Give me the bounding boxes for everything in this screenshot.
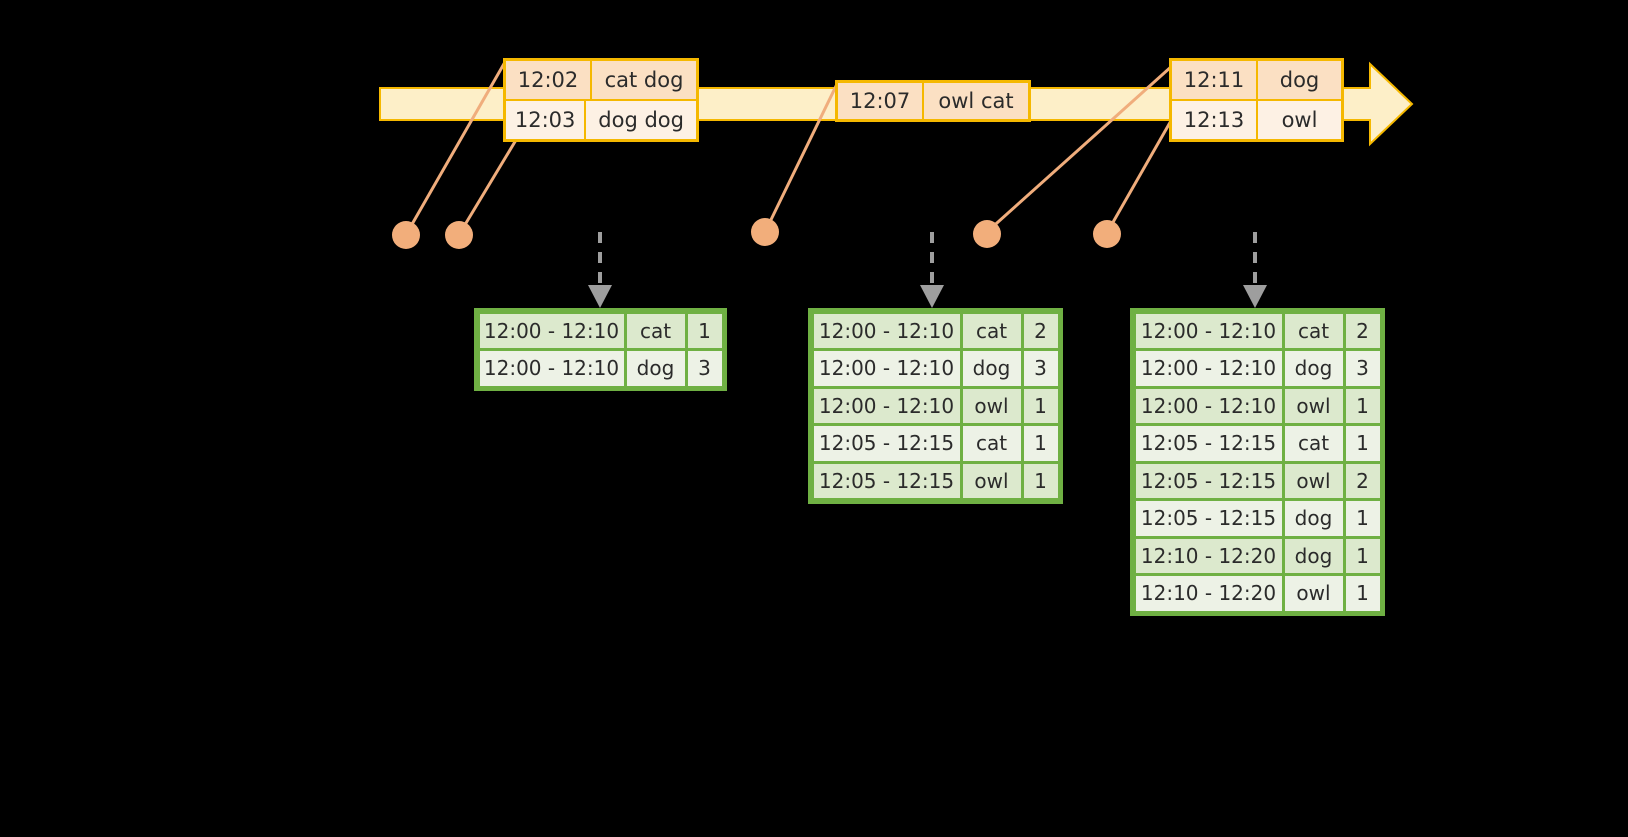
cell-count: 3 [1023, 351, 1058, 386]
cell-count: 2 [1023, 313, 1058, 348]
cell-count: 2 [1345, 313, 1380, 348]
cell-window: 12:05 - 12:15 [1135, 463, 1282, 498]
event-row: 12:03 dog dog [506, 99, 696, 139]
cell-count: 3 [1345, 351, 1380, 386]
trigger-arrowhead-2 [920, 285, 944, 308]
event-time: 12:02 [506, 61, 592, 99]
cell-count: 1 [687, 313, 722, 348]
cell-word: owl [962, 463, 1021, 498]
cell-word: cat [626, 313, 685, 348]
cell-word: cat [962, 313, 1021, 348]
trigger-arrows [598, 232, 1257, 285]
cell-word: dog [1284, 351, 1343, 386]
cell-count: 2 [1345, 463, 1380, 498]
event-value: owl cat [924, 83, 1028, 119]
event-time: 12:13 [1172, 101, 1258, 139]
timeline-event-box-1[interactable]: 12:02 cat dog 12:03 dog dog [503, 58, 699, 142]
cell-window: 12:05 - 12:15 [1135, 426, 1282, 461]
cell-count: 1 [1345, 576, 1380, 611]
cell-window: 12:00 - 12:10 [1135, 388, 1282, 423]
event-row: 12:07 owl cat [838, 83, 1028, 119]
timeline-event-box-3[interactable]: 12:11 dog 12:13 owl [1169, 58, 1344, 142]
cell-word: owl [962, 388, 1021, 423]
event-dot-2 [445, 221, 473, 249]
cell-word: cat [962, 426, 1021, 461]
event-row: 12:13 owl [1172, 99, 1341, 139]
event-time: 12:07 [838, 83, 924, 119]
cell-window: 12:00 - 12:10 [1135, 351, 1282, 386]
cell-word: owl [1284, 388, 1343, 423]
cell-window: 12:10 - 12:20 [1135, 576, 1282, 611]
cell-window: 12:05 - 12:15 [813, 463, 960, 498]
connector-line-1 [405, 61, 507, 234]
cell-window: 12:00 - 12:10 [479, 313, 624, 348]
cell-count: 1 [1345, 538, 1380, 573]
cell-word: dog [626, 351, 685, 386]
cell-count: 1 [1345, 388, 1380, 423]
cell-word: cat [1284, 313, 1343, 348]
cell-window: 12:05 - 12:15 [813, 426, 960, 461]
cell-window: 12:00 - 12:10 [479, 351, 624, 386]
trigger-arrowhead-1 [588, 285, 612, 308]
event-dot-5 [1093, 220, 1121, 248]
cell-window: 12:00 - 12:10 [813, 313, 960, 348]
connector-line-5 [1106, 111, 1178, 232]
cell-window: 12:00 - 12:10 [813, 388, 960, 423]
timeline-event-box-2[interactable]: 12:07 owl cat [835, 80, 1031, 122]
cell-word: owl [1284, 576, 1343, 611]
cell-word: dog [1284, 538, 1343, 573]
cell-count: 1 [1023, 388, 1058, 423]
event-dot-4 [973, 220, 1001, 248]
event-row: 12:11 dog [1172, 61, 1341, 99]
event-dots [392, 218, 1121, 249]
cell-count: 1 [1345, 501, 1380, 536]
cell-count: 3 [687, 351, 722, 386]
connector-line-2 [458, 139, 518, 234]
event-value: dog dog [586, 101, 696, 139]
cell-count: 1 [1345, 426, 1380, 461]
cell-count: 1 [1023, 426, 1058, 461]
event-time: 12:03 [506, 101, 587, 139]
event-dot-3 [751, 218, 779, 246]
cell-window: 12:10 - 12:20 [1135, 538, 1282, 573]
cell-word: dog [962, 351, 1021, 386]
cell-word: dog [1284, 501, 1343, 536]
event-time: 12:11 [1172, 61, 1258, 99]
trigger-arrowhead-3 [1243, 285, 1267, 308]
cell-word: cat [1284, 426, 1343, 461]
event-value: owl [1258, 101, 1341, 139]
event-row: 12:02 cat dog [506, 61, 696, 99]
cell-window: 12:00 - 12:10 [1135, 313, 1282, 348]
cell-window: 12:00 - 12:10 [813, 351, 960, 386]
trigger-arrowheads [588, 285, 1267, 308]
connector-line-3 [764, 81, 840, 231]
event-value: cat dog [592, 61, 696, 99]
event-dot-1 [392, 221, 420, 249]
cell-word: owl [1284, 463, 1343, 498]
cell-count: 1 [1023, 463, 1058, 498]
event-value: dog [1258, 61, 1341, 99]
cell-window: 12:05 - 12:15 [1135, 501, 1282, 536]
